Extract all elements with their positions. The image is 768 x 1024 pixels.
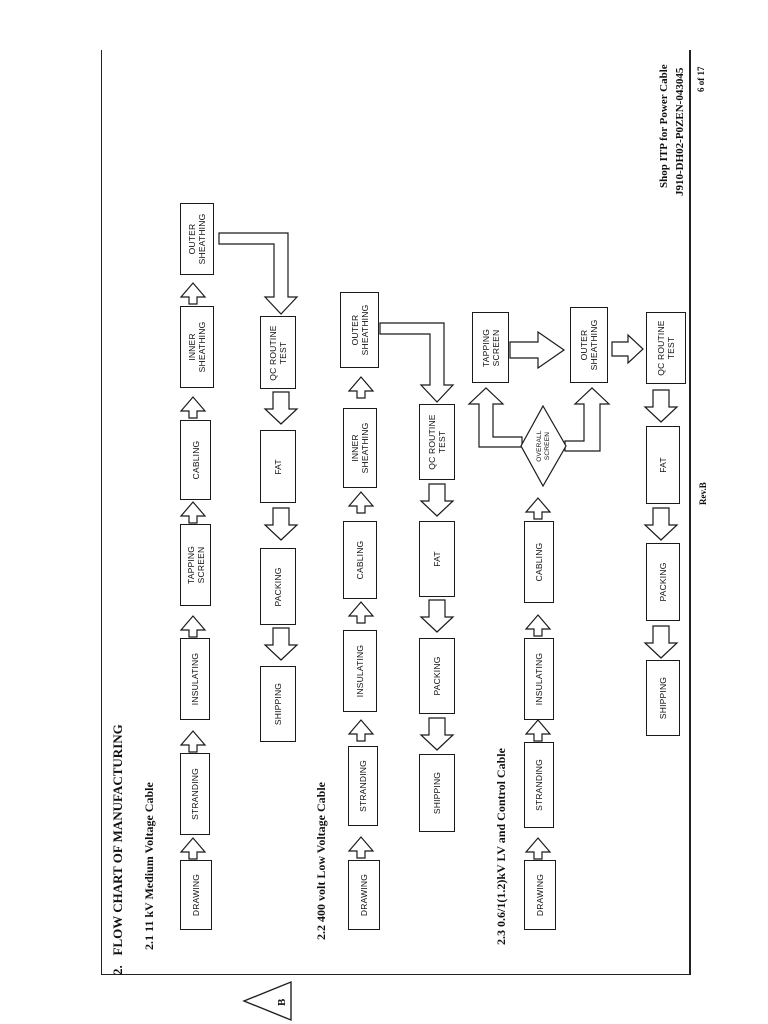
flow-arrow [467, 387, 523, 448]
flow-arrow [347, 836, 375, 859]
step-qc-routine-test: QC ROUTINE TEST [419, 404, 455, 480]
step-shipping: SHIPPING [419, 754, 455, 832]
flow-arrow [179, 396, 207, 419]
flow-arrow [419, 599, 455, 633]
overall-screen-diamond [520, 404, 567, 488]
step-overall-screen: OVERALL SCREEN [535, 430, 551, 462]
step-tapping-screen: TAPPING SCREEN [180, 524, 211, 606]
flow-arrow [179, 501, 207, 524]
flow-arrow [347, 719, 375, 742]
flow-arrow [263, 507, 299, 541]
step-fat: FAT [260, 430, 296, 503]
step-fat: FAT [419, 521, 455, 597]
step-outer-sheathing: OUTER SHEATHING [340, 292, 379, 368]
step-cabling: CABLING [524, 521, 554, 603]
step-qc-routine-test: QC ROUTINE TEST [646, 312, 686, 384]
flow-arrow [524, 497, 552, 520]
step-stranding: STRANDING [524, 742, 554, 828]
step-packing: PACKING [646, 543, 680, 621]
step-insulating: INSULATING [343, 630, 377, 712]
flow-arrow [218, 232, 299, 315]
header-rule [689, 50, 691, 975]
flow-arrow [419, 717, 455, 751]
step-drawing: DRAWING [180, 860, 212, 930]
step-inner-sheathing: INNER SHEATHING [343, 408, 377, 488]
flow-arrow [524, 719, 552, 742]
step-shipping: SHIPPING [260, 666, 296, 742]
step-inner-sheathing: INNER SHEATHING [180, 306, 214, 388]
flow-arrow [524, 837, 552, 860]
flow-arrow [509, 330, 566, 370]
step-insulating: INSULATING [180, 638, 210, 720]
flow-arrow [643, 507, 679, 541]
flow-arrow [643, 625, 679, 659]
flow-arrow [347, 376, 375, 399]
flow-arrow [379, 322, 455, 403]
step-tapping-screen: TAPPING SCREEN [472, 312, 509, 383]
step-outer-sheathing: OUTER SHEATHING [180, 203, 214, 275]
left-rule [101, 50, 103, 975]
step-qc-routine-test: QC ROUTINE TEST [260, 316, 296, 389]
step-fat: FAT [646, 426, 680, 504]
step-stranding: STRANDING [180, 753, 210, 835]
flow-arrow [179, 837, 207, 860]
step-packing: PACKING [260, 548, 296, 625]
step-stranding: STRANDING [348, 746, 378, 826]
step-drawing: DRAWING [524, 860, 556, 930]
flow-arrow [611, 333, 644, 365]
step-shipping: SHIPPING [646, 660, 680, 736]
step-insulating: INSULATING [524, 638, 554, 720]
flow-arrow [347, 491, 375, 514]
flow-arrow [179, 615, 207, 638]
flow-arrow [179, 282, 207, 305]
flow-arrow [347, 601, 375, 624]
step-drawing: DRAWING [348, 860, 380, 930]
flow-arrow [263, 391, 299, 425]
revision-triangle-icon [242, 980, 292, 1022]
flow-arrow [263, 627, 299, 661]
bottom-rule [101, 974, 691, 976]
flow-arrow [179, 730, 207, 753]
flow-arrow [524, 614, 552, 637]
flow-arrow [564, 387, 611, 452]
flow-arrow [419, 483, 455, 517]
step-outer-sheathing: OUTER SHEATHING [570, 307, 608, 383]
step-cabling: CABLING [180, 420, 211, 500]
flow-arrow [643, 389, 679, 423]
step-cabling: CABLING [343, 521, 377, 599]
step-packing: PACKING [419, 638, 455, 714]
